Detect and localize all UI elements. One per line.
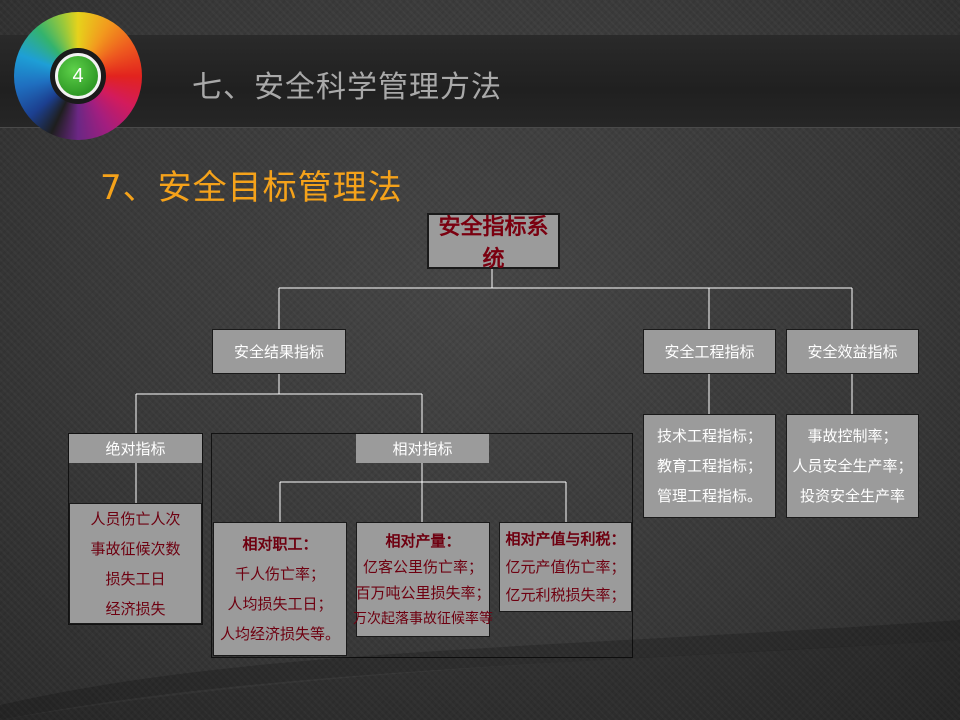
absolute-indicator-label: 绝对指标 — [105, 440, 166, 458]
list-item: 管理工程指标。 — [656, 487, 762, 505]
engineering-items-list: 技术工程指标； 教育工程指标； 管理工程指标。 — [657, 421, 762, 511]
result-indicator-label: 安全结果指标 — [233, 343, 324, 361]
list-item: 万次起落事故征候率等 — [353, 610, 493, 627]
list-item: 人均经济损失等。 — [219, 625, 340, 643]
list-item: 事故征候次数 — [90, 539, 181, 558]
list-item: 人均损失工日； — [227, 595, 333, 613]
benefit-indicator-label: 安全效益指标 — [807, 343, 898, 361]
list-item: 经济损失 — [105, 599, 166, 618]
engineering-indicator-node: 安全工程指标 — [643, 329, 776, 374]
header-title: 七、安全科学管理方法 — [192, 70, 502, 105]
color-wheel-logo: 4 — [14, 12, 142, 140]
list-item: 百万吨公里损失率； — [355, 583, 491, 602]
engineering-items-node: 技术工程指标； 教育工程指标； 管理工程指标。 — [643, 414, 776, 518]
list-item: 亿元利税损失率； — [505, 586, 626, 604]
engineering-indicator-label: 安全工程指标 — [664, 343, 755, 361]
list-item: 人员伤亡人次 — [90, 509, 181, 528]
list-item: 人员安全生产率； — [792, 457, 913, 475]
relative-output-node: 相对产量： 亿客公里伤亡率； 百万吨公里损失率； 万次起落事故征候率等 — [353, 522, 493, 637]
relative-value-node: 相对产值与利税： 亿元产值伤亡率； 亿元利税损失率； — [499, 522, 632, 612]
relative-staff-node: 相对职工： 千人伤亡率； 人均损失工日； 人均经济损失等。 — [213, 522, 347, 656]
decorative-wave — [0, 620, 960, 720]
absolute-items-node: 人员伤亡人次 事故征候次数 损失工日 经济损失 — [69, 503, 202, 624]
group-title: 相对职工： — [242, 535, 318, 553]
result-indicator-node: 安全结果指标 — [212, 329, 346, 374]
relative-value-list: 相对产值与利税： 亿元产值伤亡率； 亿元利税损失率； — [505, 525, 625, 609]
list-item: 亿元产值伤亡率； — [505, 558, 626, 576]
list-item: 亿客公里伤亡率； — [362, 557, 483, 576]
list-item: 千人伤亡率； — [234, 565, 325, 583]
header-band — [0, 35, 960, 128]
benefit-indicator-node: 安全效益指标 — [786, 329, 919, 374]
benefit-items-node: 事故控制率； 人员安全生产率； 投资安全生产率 — [786, 414, 919, 518]
list-item: 教育工程指标； — [656, 457, 762, 475]
relative-output-list: 相对产量： 亿客公里伤亡率； 百万吨公里损失率； 万次起落事故征候率等 — [353, 528, 493, 632]
relative-indicator-label: 相对指标 — [392, 440, 453, 458]
relative-staff-list: 相对职工： 千人伤亡率； 人均损失工日； 人均经济损失等。 — [220, 529, 340, 649]
relative-indicator-node: 相对指标 — [356, 434, 489, 463]
list-item: 损失工日 — [105, 569, 166, 588]
slide-number-badge: 4 — [55, 53, 101, 99]
section-subtitle: 7、安全目标管理法 — [100, 168, 403, 208]
absolute-items-list: 人员伤亡人次 事故征候次数 损失工日 经济损失 — [90, 504, 180, 624]
benefit-items-list: 事故控制率； 人员安全生产率； 投资安全生产率 — [792, 421, 912, 511]
list-item: 投资安全生产率 — [799, 487, 905, 505]
list-item: 技术工程指标； — [656, 427, 762, 445]
absolute-frame — [68, 433, 203, 625]
list-item: 事故控制率； — [807, 427, 898, 445]
group-title: 相对产量： — [385, 531, 461, 550]
group-title: 相对产值与利税： — [505, 530, 626, 548]
root-node: 安全指标系统 — [427, 213, 560, 272]
absolute-indicator-node: 绝对指标 — [69, 434, 202, 463]
root-node-label: 安全指标系统 — [438, 215, 549, 272]
relative-frame — [211, 433, 633, 658]
